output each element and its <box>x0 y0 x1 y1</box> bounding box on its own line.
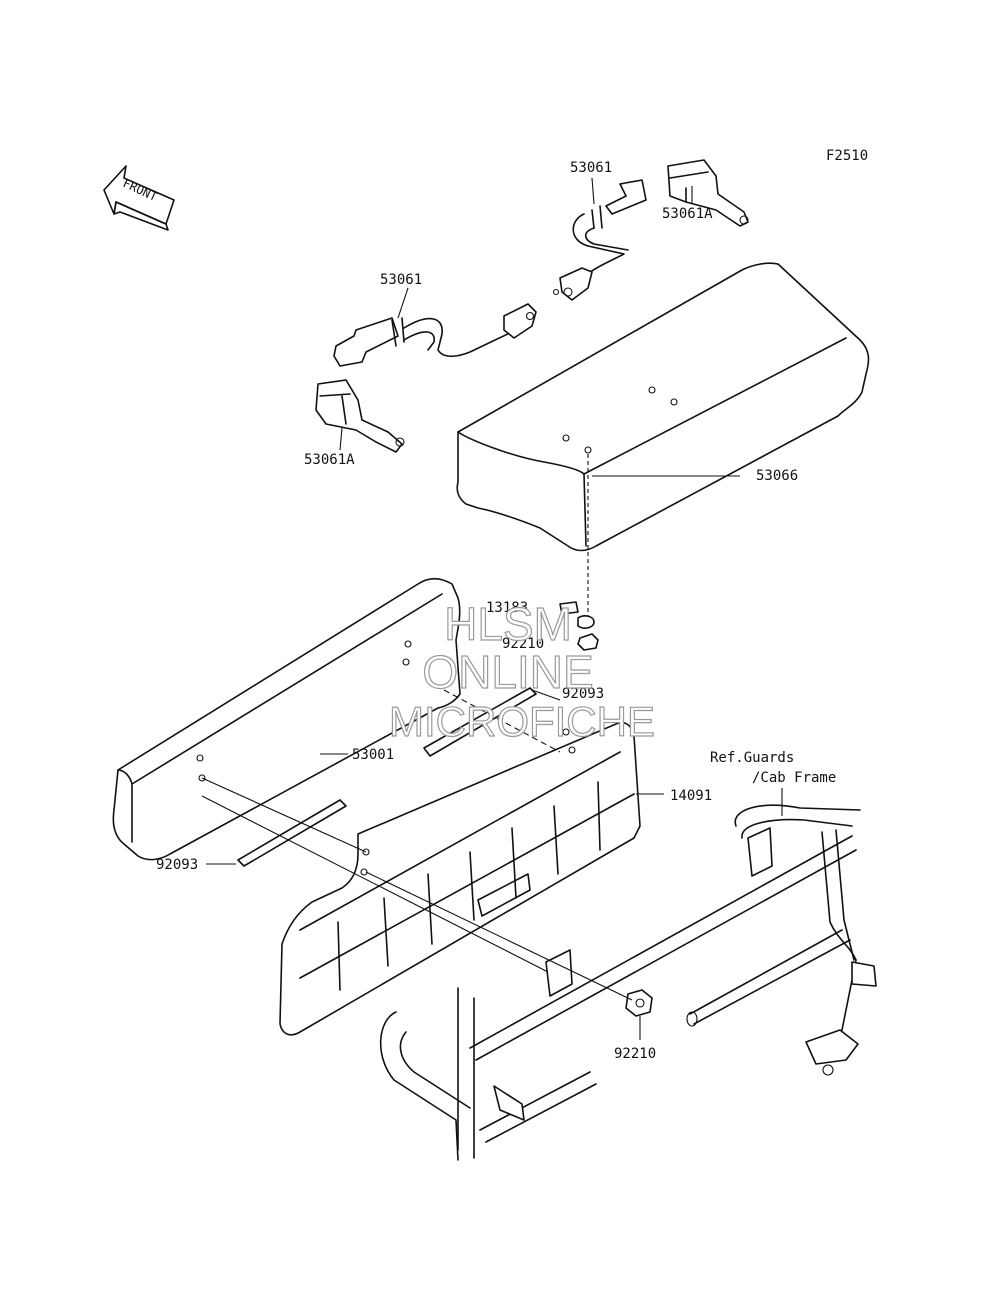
strap-left <box>333 303 537 367</box>
label-bolt: 13183 <box>486 600 528 616</box>
strap-top <box>552 179 647 301</box>
leader-lines <box>206 177 783 1040</box>
label-buckle-left: 53061A <box>304 452 355 468</box>
label-strap-top: 53061 <box>570 160 612 176</box>
reference-line-1: Ref.Guards <box>710 750 794 766</box>
label-strap-left: 53061 <box>380 272 422 288</box>
reference-line-2: /Cab Frame <box>752 770 836 786</box>
nut-bottom <box>625 989 653 1017</box>
watermark-line-3: MICROFICHE <box>389 698 655 745</box>
buckle-left <box>315 379 405 453</box>
label-pad-lower: 92093 <box>156 857 198 873</box>
watermark-line-2: ONLINE <box>422 646 593 698</box>
label-nut-top: 92210 <box>502 636 544 652</box>
figure-code: F2510 <box>826 148 868 164</box>
pad-upper <box>423 687 537 757</box>
seat-cushion <box>456 262 870 620</box>
front-arrow-icon: FRONT <box>103 165 175 231</box>
buckle-top <box>667 159 749 227</box>
assembly-lines <box>201 689 633 1001</box>
label-nut-bottom: 92210 <box>614 1046 656 1062</box>
backrest <box>112 577 461 861</box>
label-buckle-top: 53061A <box>662 206 713 222</box>
label-pad-upper: 92093 <box>562 686 604 702</box>
mounting-panel <box>279 721 641 1036</box>
bolt-and-nut <box>559 601 599 651</box>
pad-lower <box>237 799 347 867</box>
watermark-line-1: HLSM <box>444 598 572 650</box>
label-seat: 53066 <box>756 468 798 484</box>
label-backrest: 53001 <box>352 747 394 763</box>
label-panel: 14091 <box>670 788 712 804</box>
